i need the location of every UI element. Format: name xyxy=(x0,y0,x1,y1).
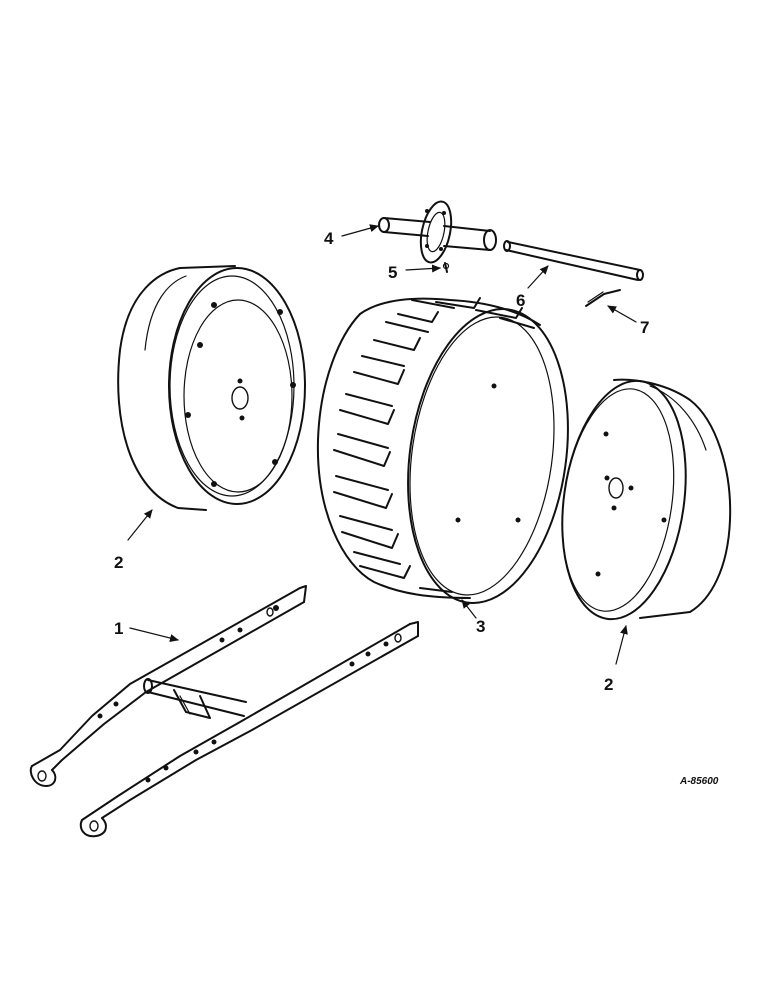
drawing-code: A-85600 xyxy=(679,776,719,787)
leader-6 xyxy=(527,265,549,289)
wheel-rim-right-part xyxy=(561,378,732,621)
leader-2b xyxy=(615,625,628,665)
callout-1: 1 xyxy=(114,619,123,638)
callout-3: 3 xyxy=(476,617,485,636)
wheel-hub-part xyxy=(378,200,497,264)
wheel-rim-left-part xyxy=(117,265,306,511)
callout-6: 6 xyxy=(516,291,525,310)
bolt-part xyxy=(442,262,450,273)
tire-part xyxy=(316,297,569,604)
callout-2-left: 2 xyxy=(114,553,123,572)
leader-5 xyxy=(405,264,441,273)
leader-1 xyxy=(129,627,179,642)
callout-4: 4 xyxy=(324,229,334,248)
callout-5: 5 xyxy=(388,263,397,282)
callout-leaders xyxy=(127,224,637,665)
pin-part xyxy=(585,289,621,307)
leader-3 xyxy=(461,599,477,619)
leader-2a xyxy=(127,509,153,541)
leader-7 xyxy=(607,305,637,323)
axle-rod-part xyxy=(503,240,644,281)
drawbar-frame-part xyxy=(29,585,419,838)
callout-7: 7 xyxy=(640,318,649,337)
leader-4 xyxy=(341,224,379,237)
callout-2-right: 2 xyxy=(604,675,613,694)
